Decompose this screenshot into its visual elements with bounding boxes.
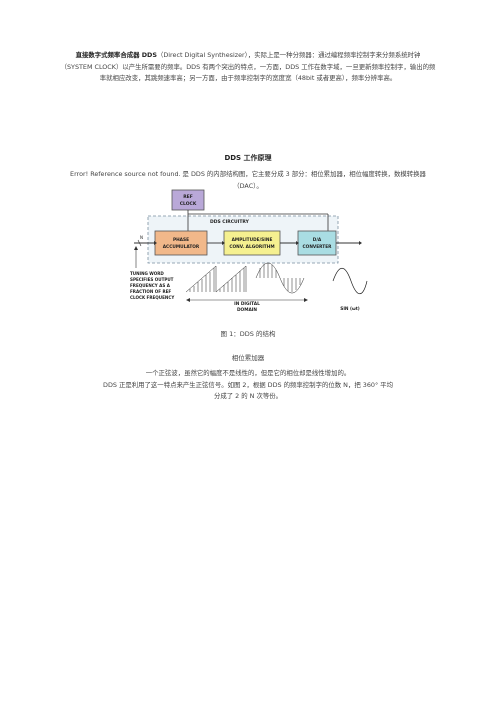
amplitude-sine-block: [223, 230, 281, 256]
input-n-label: N: [140, 235, 143, 240]
digital-domain-label-2: DOMAIN: [237, 307, 257, 313]
phase-accumulator-block: [154, 230, 208, 256]
da-converter-block: [297, 230, 337, 256]
digital-domain-label-1: IN DIGITAL: [234, 301, 260, 307]
dds-circuitry-label: DDS CIRCUITRY: [210, 219, 250, 225]
tuning-word-line-1: TUNING WORD: [130, 271, 164, 276]
output-label: SIN (ωt): [340, 306, 360, 312]
pa-line-3: 分成了 2 的 N 次等份。: [213, 392, 283, 401]
ref-clock-label-1: REF: [183, 194, 193, 200]
tuning-word-line-4: FRACTION OF REF: [130, 289, 171, 294]
amplitude-sine-label-2: CONV. ALGORITHM: [229, 244, 274, 250]
pa-line-2: DDS 正是利用了这一特点来产生正弦信号。如图 2，根据 DDS 的频率控制字的…: [103, 380, 393, 389]
dds-block-diagram: REF CLOCK DDS CIRCUITRY PHASE ACCUMULATO…: [128, 186, 368, 316]
subsection-title: 相位累加器: [231, 354, 265, 362]
sampled-sine-waveform: [255, 262, 305, 294]
figure-caption: 图 1：DDS 的结构: [220, 330, 276, 338]
pa-line-1: 一个正弦波，虽然它的幅度不是线性的，但是它的相位却是线性增加的。: [145, 369, 351, 378]
ref-clock-label-2: CLOCK: [180, 201, 197, 207]
intro-text: （Direct Digital Synthesizer），实际上是一种分频器：通…: [60, 51, 436, 83]
tuning-word-line-3: FREQUENCY AS A: [130, 283, 171, 288]
phase-accumulator-label-1: PHASE: [173, 237, 189, 243]
phase-ramp-waveform: [185, 265, 247, 293]
output-sine-waveform: [332, 267, 368, 295]
intro-paragraph: 直接数字式频率合成器 DDS（Direct Digital Synthesize…: [60, 50, 436, 85]
ref-clock-block: [171, 189, 205, 211]
amplitude-sine-label-1: AMPLITUDE/SINE: [232, 237, 273, 243]
section-paragraph: Error! Reference source not found. 是 DDS…: [70, 170, 426, 190]
phase-accumulator-label-2: ACCUMULATOR: [163, 244, 200, 250]
intro-lead: 直接数字式频率合成器 DDS: [75, 51, 157, 60]
da-converter-label-1: D/A: [313, 237, 322, 243]
da-converter-label-2: CONVERTER: [303, 244, 333, 250]
phase-accumulator-paragraph: 一个正弦波，虽然它的幅度不是线性的，但是它的相位却是线性增加的。 DDS 正是利…: [60, 368, 436, 403]
tuning-word-line-2: SPECIFIES OUTPUT: [130, 277, 174, 282]
tuning-word-line-5: CLOCK FREQUENCY: [130, 295, 174, 300]
section-heading: DDS 工作原理: [224, 154, 272, 162]
